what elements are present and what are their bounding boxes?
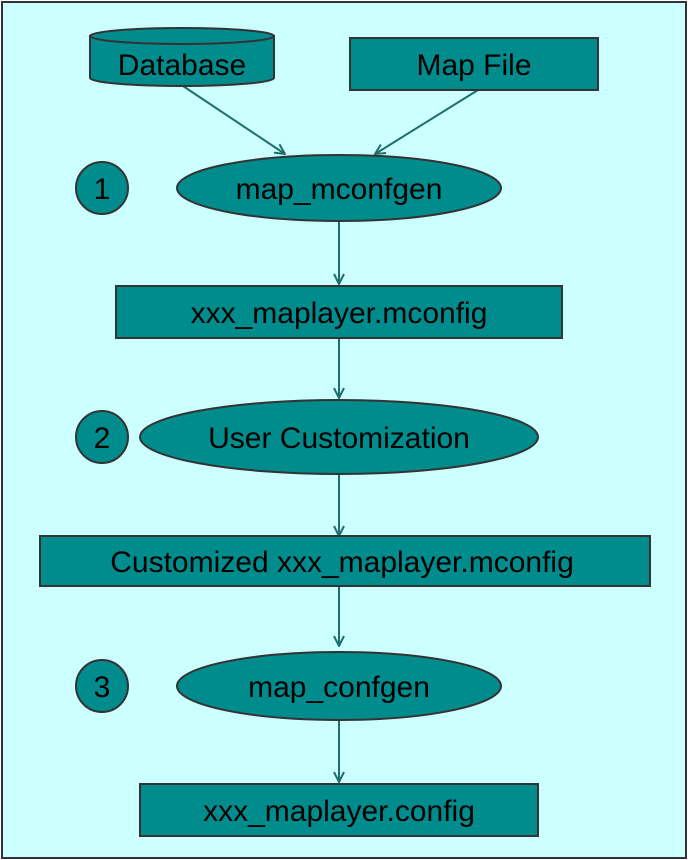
step-2-circle (75, 410, 129, 464)
database-label: Database (118, 49, 246, 82)
config-box (139, 783, 539, 837)
customized-mconfig-box (39, 535, 651, 587)
customized-mconfig-label: Customized xxx_maplayer.mconfig (110, 546, 574, 579)
connectors (179, 83, 479, 782)
edge-database-to-map-mconfgen (179, 83, 285, 154)
database-cylinder-body (89, 35, 275, 87)
mconfig-box (115, 285, 563, 339)
database-cylinder-top (89, 27, 275, 45)
map-file-node: Map File (349, 37, 599, 91)
step-2-number: 2 (94, 422, 111, 455)
map-confgen-ellipse (176, 651, 502, 721)
map-confgen-label: map_confgen (248, 671, 430, 704)
mconfig-label: xxx_maplayer.mconfig (191, 297, 488, 330)
step-1-circle (75, 161, 129, 215)
map-mconfgen-node: map_mconfgen (176, 154, 502, 222)
edge-map-file-to-map-mconfgen (375, 89, 479, 154)
config-node: xxx_maplayer.config (139, 783, 539, 837)
step-3-marker: 3 (75, 659, 129, 713)
step-3-number: 3 (94, 671, 111, 704)
step-1-number: 1 (94, 173, 111, 206)
map-file-label: Map File (416, 49, 531, 82)
database-node: Database (89, 27, 275, 87)
map-mconfgen-ellipse (176, 154, 502, 222)
map-file-box (349, 37, 599, 91)
config-label: xxx_maplayer.config (203, 795, 475, 828)
step-2-marker: 2 (75, 410, 129, 464)
step-1-marker: 1 (75, 161, 129, 215)
map-confgen-node: map_confgen (176, 651, 502, 721)
customized-mconfig-node: Customized xxx_maplayer.mconfig (39, 535, 651, 587)
mconfig-node: xxx_maplayer.mconfig (115, 285, 563, 339)
user-customization-label: User Customization (208, 422, 470, 455)
map-mconfgen-label: map_mconfgen (236, 173, 443, 206)
step-3-circle (75, 659, 129, 713)
user-customization-ellipse (139, 399, 539, 475)
user-customization-node: User Customization (139, 399, 539, 475)
